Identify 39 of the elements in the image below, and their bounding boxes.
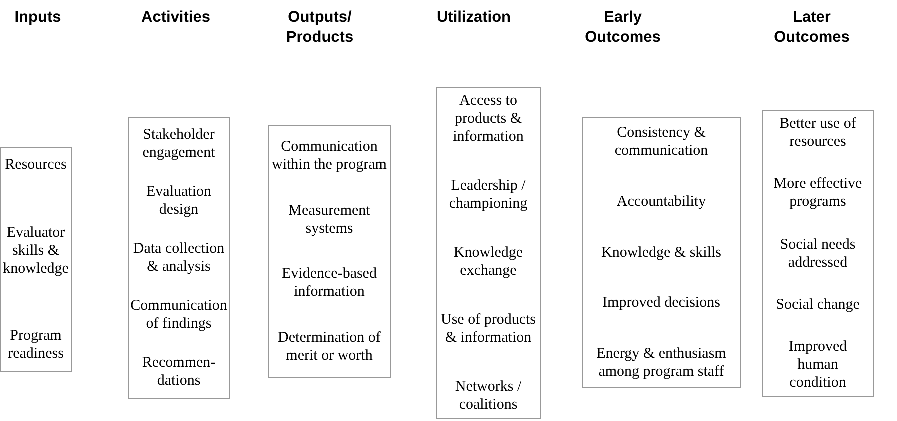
item-text: Use of products & information: [440, 311, 536, 347]
item-text: Knowledge & skills: [602, 244, 722, 262]
item-text: Knowledge exchange: [452, 244, 524, 280]
item-text: Consistency & communication: [614, 124, 710, 160]
item-text: Evaluator skills & knowledge: [3, 224, 69, 278]
category-box: [436, 87, 541, 419]
column-heading: Activities: [140, 8, 212, 28]
category-box: [582, 117, 741, 388]
item-text: Data collection & analysis: [132, 240, 226, 276]
column-heading: Later Outcomes: [773, 8, 851, 48]
item-text: Program readiness: [7, 327, 65, 363]
column-heading: Outputs/ Products: [285, 8, 355, 48]
item-text: Improved human condition: [788, 338, 848, 392]
item-text: Social needs addressed: [779, 236, 857, 272]
item-text: Resources: [5, 156, 67, 174]
item-text: Accountability: [616, 192, 706, 211]
item-text: Evaluation design: [146, 183, 212, 219]
category-box: [128, 117, 230, 399]
item-text: More effective programs: [772, 175, 864, 212]
item-text: Access to products & information: [452, 92, 525, 146]
category-box: [0, 147, 72, 372]
category-box: [268, 125, 391, 378]
item-text: Energy & enthusiasm among program staff: [596, 345, 728, 381]
item-text: Determination of merit or worth: [277, 328, 382, 365]
item-text: Improved decisions: [602, 294, 720, 312]
item-text: Evidence-based information: [281, 265, 378, 302]
item-text: Networks / coalitions: [454, 378, 523, 414]
item-text: Measurement systems: [288, 202, 372, 238]
column-heading: Inputs: [14, 8, 62, 28]
item-text: Stakeholder engagement: [142, 126, 216, 162]
item-text: Recommen- dations: [141, 354, 217, 390]
column-heading: Utilization: [436, 8, 512, 28]
item-text: Better use of resources: [778, 115, 858, 151]
category-box: [762, 110, 874, 397]
item-text: Communication within the program: [271, 138, 388, 174]
item-text: Communication of findings: [130, 297, 228, 333]
column-heading: Early Outcomes: [584, 8, 662, 48]
item-text: Social change: [776, 296, 860, 314]
item-text: Leadership / championing: [448, 177, 529, 213]
